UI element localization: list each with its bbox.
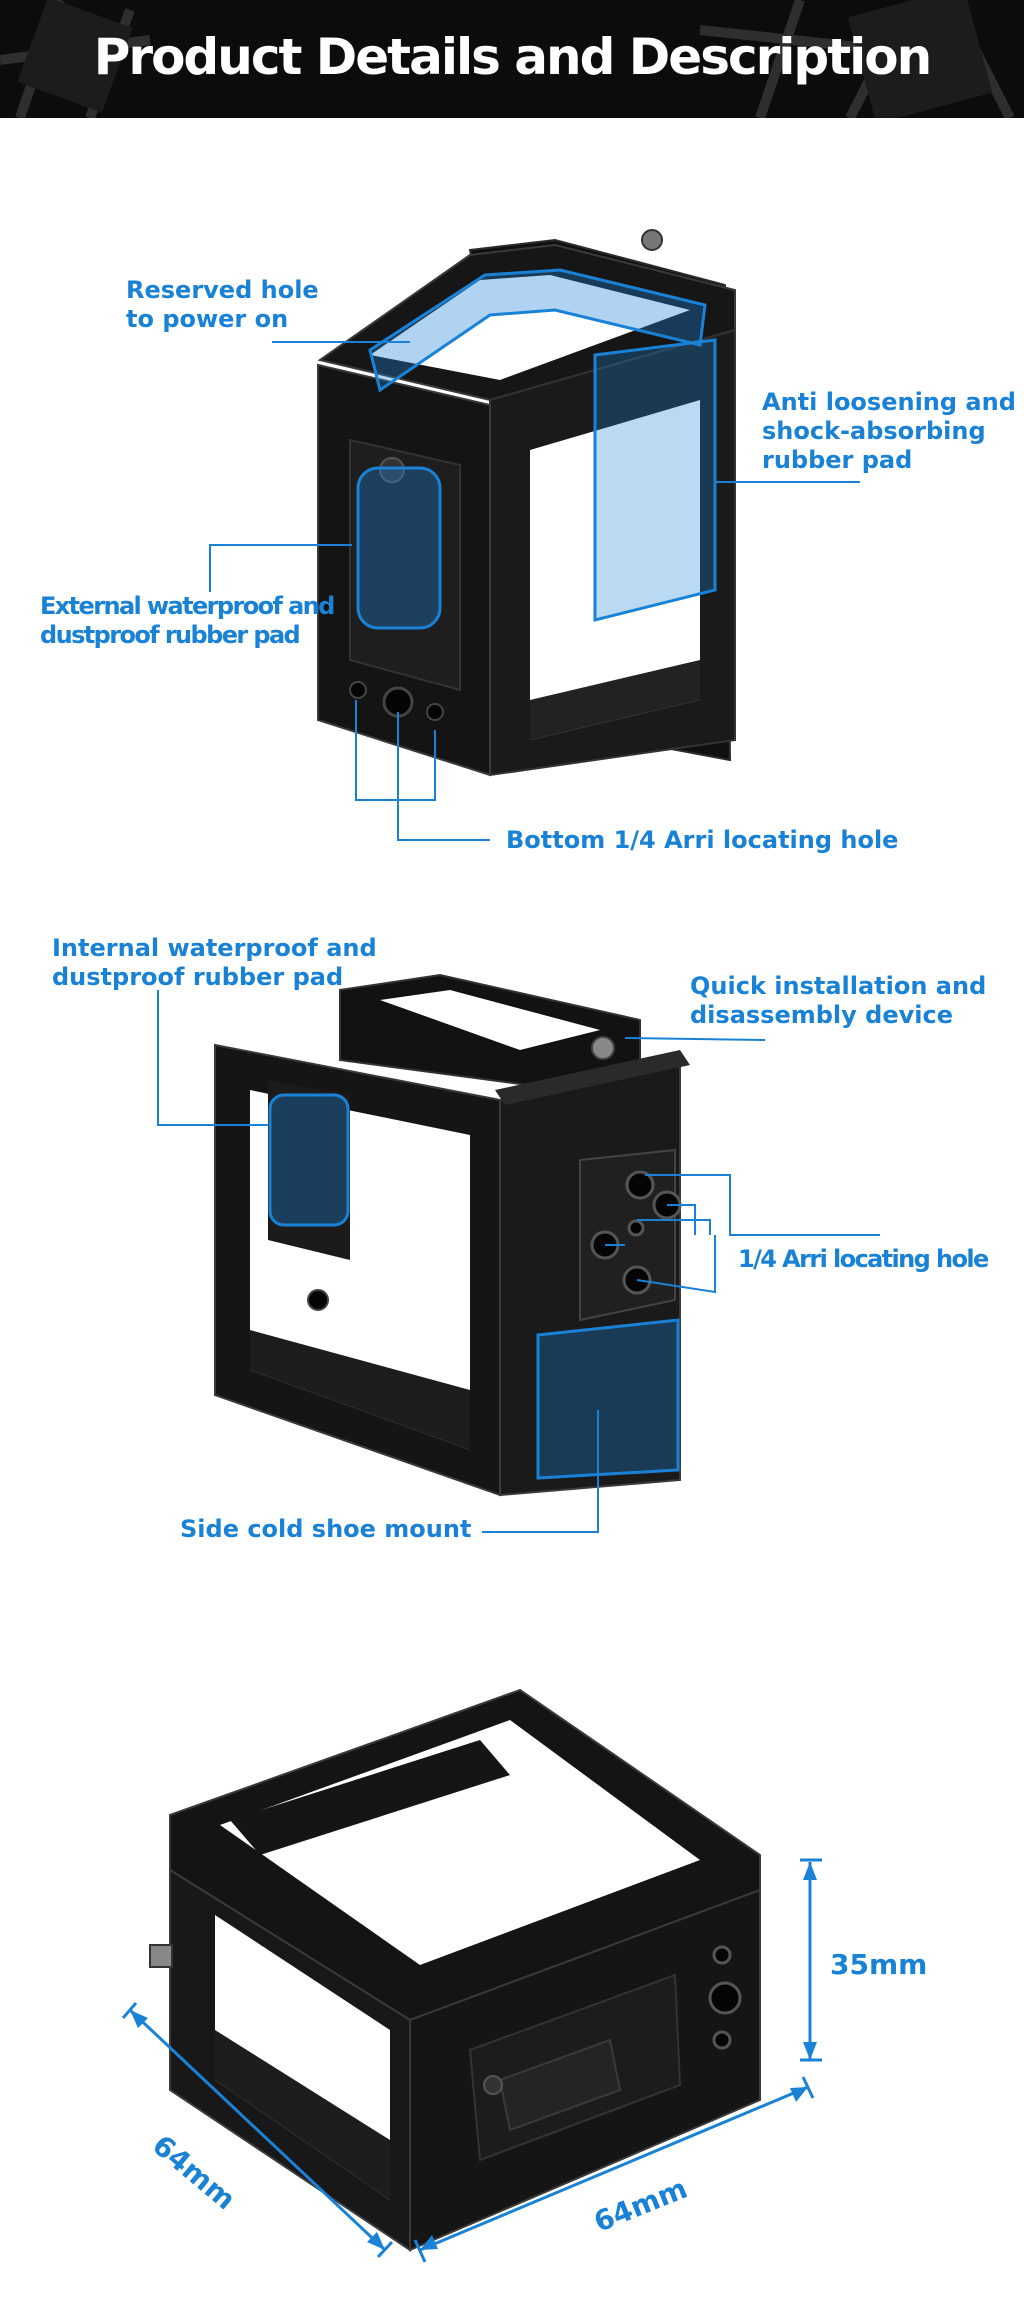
label-line: dustproof rubber pad [40,621,301,649]
label-line: dustproof rubber pad [52,963,344,991]
header-banner: Product Details and Description [0,0,1024,118]
cage-side-view-illustration [157,973,880,1533]
dimension-height-label: 35mm [830,1948,928,1981]
label-line: Quick installation and [690,972,987,1000]
label-line: rubber pad [762,446,913,474]
label-line: Internal waterproof and [52,934,377,962]
label-bottom-arri-hole: Bottom 1/4 Arri locating hole [506,826,899,854]
banner-background-graphic [0,0,1015,118]
label-line: External waterproof and [40,592,335,620]
label-external-rubber-pad: External waterproof and dustproof rubber… [40,592,335,650]
label-side-cold-shoe: Side cold shoe mount [180,1515,472,1543]
label-line: to power on [126,305,289,333]
label-line: shock-absorbing [762,417,986,445]
cage-front-view-illustration [209,229,860,841]
label-line: Anti loosening and [762,388,1016,416]
page-title: Product Details and Description [93,28,932,86]
label-anti-loosening-pad: Anti loosening and shock-absorbing rubbe… [762,388,1016,475]
label-line: disassembly device [690,1001,953,1029]
label-line: Reserved hole [126,276,319,304]
label-arri-locating-hole: 1/4 Arri locating hole [738,1245,989,1273]
label-quick-install-device: Quick installation and disassembly devic… [690,972,986,1030]
label-internal-rubber-pad: Internal waterproof and dustproof rubber… [52,934,377,992]
label-reserved-hole: Reserved hole to power on [126,276,319,334]
